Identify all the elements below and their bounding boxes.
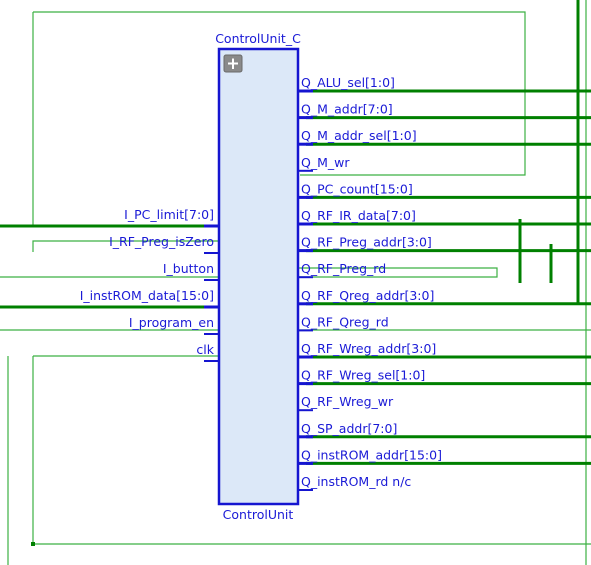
output-port-q-rf-preg-rd[interactable]: Q_RF_Preg_rd [299,261,386,279]
input-port-label: I_button [163,261,214,276]
input-port-label: I_instROM_data[15:0] [80,288,214,303]
output-port-q-pc-count[interactable]: Q_PC_count[15:0] [299,181,591,199]
output-port-q-m-addr-sel[interactable]: Q_M_addr_sel[1:0] [299,128,591,146]
output-port-label: Q_PC_count[15:0] [301,181,413,196]
plus-icon-glyph [228,58,238,69]
output-port-label: Q_M_addr_sel[1:0] [301,128,417,143]
net-wire-2 [32,240,218,252]
output-port-q-rf-ir-data[interactable]: Q_RF_IR_data[7:0] [299,208,591,226]
block-title: ControlUnit_C [215,31,301,46]
output-port-label: Q_RF_Qreg_addr[3:0] [301,288,434,303]
block-body[interactable] [217,47,300,506]
input-port-i-rf-preg-iszero[interactable]: I_RF_Preg_isZero [109,234,218,254]
output-port-q-rf-qreg-addr[interactable]: Q_RF_Qreg_addr[3:0] [299,288,591,306]
output-port-q-alu-sel[interactable]: Q_ALU_sel[1:0] [299,75,591,93]
output-port-label: Q_RF_Qreg_rd [301,314,389,329]
input-ports: I_PC_limit[7:0] I_RF_Preg_isZeroI_buttonI… [0,207,218,362]
input-port-i-instrom-data[interactable]: I_instROM_data[15:0] [0,288,218,309]
output-port-label: Q_instROM_addr[15:0] [301,447,442,462]
junction-dot [31,542,35,546]
block-footer: ControlUnit [223,507,294,522]
output-port-q-rf-wreg-addr[interactable]: Q_RF_Wreg_addr[3:0] [299,341,591,359]
input-port-label: I_program_en [129,315,214,330]
input-port-i-pc-limit[interactable]: I_PC_limit[7:0] [0,207,218,228]
output-port-label: Q_RF_Wreg_wr [301,394,394,409]
output-port-label: Q_RF_Wreg_addr[3:0] [301,341,436,356]
output-port-label: Q_RF_IR_data[7:0] [301,208,416,223]
output-port-q-rf-preg-addr[interactable]: Q_RF_Preg_addr[3:0] [299,235,591,253]
input-port-i-program-en[interactable]: I_program_en [129,315,218,335]
output-port-label: Q_M_addr[7:0] [301,102,393,117]
output-port-label: Q_SP_addr[7:0] [301,421,397,436]
output-ports: Q_ALU_sel[1:0] Q_M_addr[7:0] Q_M_addr_sel[… [299,75,591,491]
output-port-label: Q_RF_Preg_addr[3:0] [301,235,432,250]
input-port-i-button[interactable]: I_button [163,261,218,281]
output-port-label: Q_M_wr [301,155,350,170]
output-port-label: Q_ALU_sel[1:0] [301,75,395,90]
output-port-label: Q_RF_Wreg_sel[1:0] [301,368,425,383]
net-wire-1 [32,12,218,227]
output-port-q-m-wr[interactable]: Q_M_wr [299,155,350,172]
output-port-q-m-addr[interactable]: Q_M_addr[7:0] [299,102,591,120]
control-unit-block[interactable]: ControlUnit_C ControlUnit [215,31,301,522]
input-port-clk[interactable]: clk [196,342,218,362]
output-port-q-rf-wreg-sel[interactable]: Q_RF_Wreg_sel[1:0] [299,368,591,386]
input-port-label: clk [196,342,214,357]
output-port-q-rf-wreg-wr[interactable]: Q_RF_Wreg_wr [299,394,394,412]
output-port-label: Q_RF_Preg_rd [301,261,386,276]
output-port-q-instrom-addr[interactable]: Q_instROM_addr[15:0] [299,447,591,465]
input-port-label: I_PC_limit[7:0] [124,207,214,222]
output-port-q-sp-addr[interactable]: Q_SP_addr[7:0] [299,421,591,439]
output-port-q-instrom-rd[interactable]: Q_instROM_rd n/c [299,474,411,491]
output-port-q-rf-qreg-rd[interactable]: Q_RF_Qreg_rd [299,314,389,332]
net-wire-0 [33,11,526,176]
input-port-label: I_RF_Preg_isZero [109,234,214,249]
output-port-label: Q_instROM_rd n/c [301,474,411,489]
